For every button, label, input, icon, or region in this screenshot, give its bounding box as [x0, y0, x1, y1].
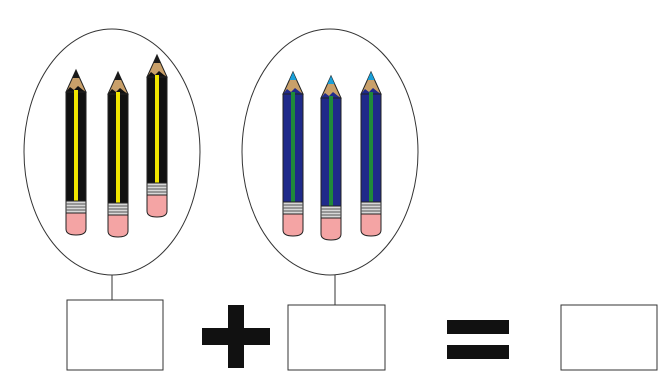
pencil-icon	[321, 76, 341, 240]
pencil-icon	[361, 72, 381, 236]
plus-sign-icon	[202, 305, 270, 368]
pencil-icon	[66, 70, 86, 235]
pencil-icon	[108, 72, 128, 237]
answer-box-3[interactable]	[561, 305, 657, 370]
pencil-layer	[66, 55, 381, 240]
pencil-icon	[147, 55, 167, 217]
equals-sign-icon	[447, 320, 509, 359]
pencil-icon	[283, 72, 303, 236]
answer-box-2[interactable]	[288, 305, 385, 370]
answer-box-1[interactable]	[67, 300, 163, 370]
